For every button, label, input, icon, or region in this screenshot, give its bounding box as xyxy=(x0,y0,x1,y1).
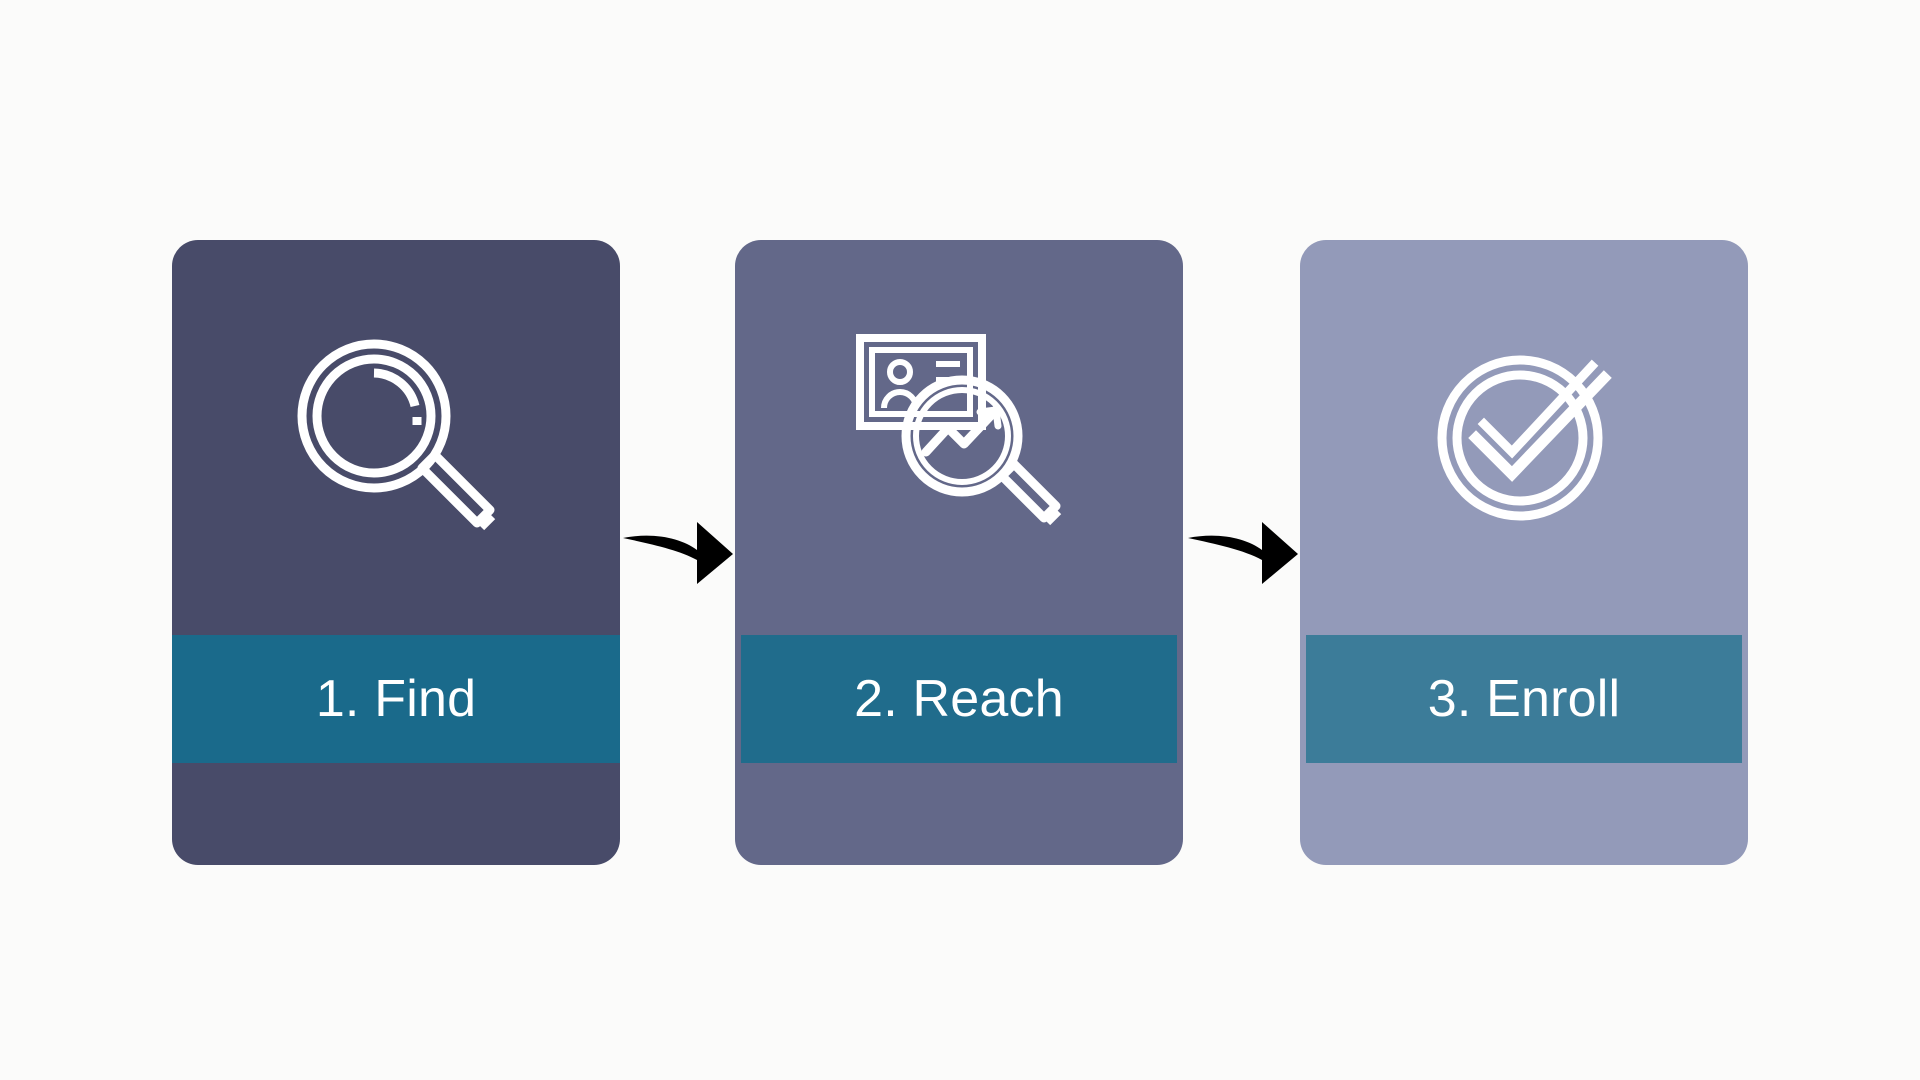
step-label-text: 3. Enroll xyxy=(1427,670,1621,728)
step-label-text: 2. Reach xyxy=(854,670,1064,728)
step-card-find[interactable]: 1. Find xyxy=(172,240,620,865)
step-label-band-enroll: 3. Enroll xyxy=(1306,635,1742,763)
step-label-text: 1. Find xyxy=(315,670,477,728)
arrow-step-2-to-3 xyxy=(1188,514,1300,588)
step-card-reach[interactable]: 2. Reach xyxy=(735,240,1183,865)
step-card-enroll[interactable]: 3. Enroll xyxy=(1300,240,1748,865)
arrow-step-1-to-2 xyxy=(623,514,735,588)
step-label-band-find: 1. Find xyxy=(172,635,620,763)
circle-check-icon xyxy=(1300,240,1748,635)
step-label-band-reach: 2. Reach xyxy=(741,635,1177,763)
photo-search-chart-icon xyxy=(735,240,1183,635)
magnifying-glass-icon xyxy=(172,240,620,635)
